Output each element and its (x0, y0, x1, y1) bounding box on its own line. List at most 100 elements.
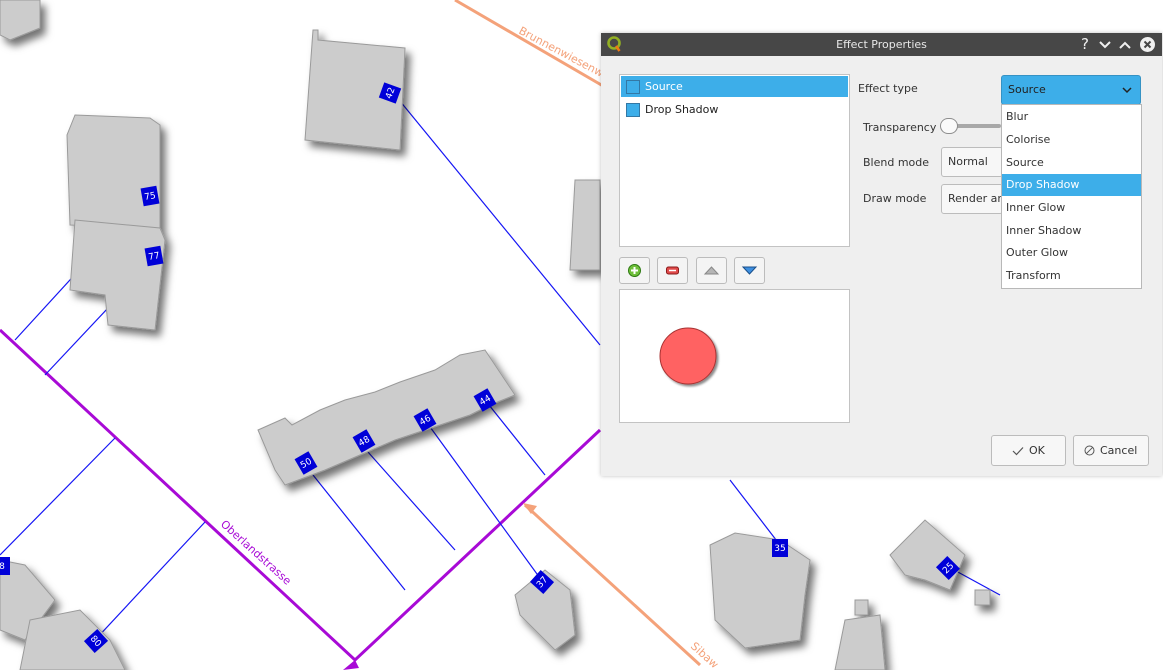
house-number-label: 46 (413, 408, 437, 432)
parcel-line (424, 419, 546, 586)
house-number-label: 77 (144, 245, 164, 267)
parcel-line (0, 437, 116, 556)
maximize-button[interactable] (1116, 33, 1134, 56)
effect-type-select[interactable]: Source (1001, 75, 1141, 105)
effects-list-item-drop-shadow[interactable]: Drop Shadow (621, 99, 848, 120)
dropdown-option[interactable]: Blur (1006, 110, 1029, 123)
house-number-box (294, 451, 318, 475)
parcel-line (359, 442, 456, 551)
building (19, 609, 126, 670)
chevron-down-icon (1099, 40, 1111, 48)
street-arrow (343, 660, 359, 670)
dropdown-option[interactable]: Inner Shadow (1006, 224, 1082, 237)
dialog-titlebar[interactable]: Effect Properties ? (601, 33, 1162, 56)
house-number-box (935, 555, 961, 581)
dropdown-option[interactable]: Inner Glow (1006, 201, 1066, 214)
building (0, 0, 41, 41)
effect-properties-dialog: Effect Properties ? Source Drop Shadow (601, 33, 1162, 476)
move-up-button[interactable] (696, 257, 727, 284)
house-number-box (144, 245, 164, 267)
help-button[interactable]: ? (1081, 35, 1089, 53)
building (834, 614, 886, 670)
transparency-label: Transparency (863, 121, 937, 134)
effect-preview (619, 289, 850, 423)
parcel-line (94, 521, 206, 641)
house-number-label: 44 (473, 388, 497, 412)
draw-mode-label: Draw mode (863, 192, 927, 205)
blend-mode-label: Blend mode (863, 156, 930, 169)
add-effect-button[interactable] (619, 257, 650, 284)
dropdown-option[interactable]: Source (1006, 156, 1044, 169)
dropdown-option-highlighted[interactable]: Drop Shadow (1002, 174, 1141, 196)
parcel-line (304, 464, 406, 591)
transparency-slider-handle[interactable] (940, 118, 958, 134)
parcel-line (394, 94, 601, 346)
house-number-label: 50 (294, 451, 318, 475)
building (257, 349, 516, 486)
house-number-box (352, 429, 376, 453)
effects-list: Source Drop Shadow (619, 74, 850, 247)
cancel-button[interactable]: Cancel (1073, 435, 1149, 466)
add-effect-icon (628, 264, 641, 277)
house-number-label: 48 (352, 429, 376, 453)
building (569, 179, 601, 271)
check-icon (1012, 447, 1024, 456)
minimize-button[interactable] (1096, 33, 1114, 56)
street-line-brunnenwiesenweg (454, 0, 611, 92)
street-label-oberlandstrasse: Oberlandstrasse (218, 518, 294, 588)
parcel-line (484, 399, 546, 476)
street-label-sibaw: Sibaw (688, 640, 721, 670)
move-up-icon (703, 266, 720, 275)
street-line-oberlandstrasse (0, 328, 602, 663)
house-number-box (378, 82, 402, 104)
house-number-box (83, 629, 109, 653)
dropdown-option[interactable]: Outer Glow (1006, 246, 1069, 259)
remove-effect-button[interactable] (657, 257, 688, 284)
house-number-label: 37 (529, 570, 555, 594)
close-icon (1143, 40, 1152, 49)
building (66, 114, 161, 231)
dropdown-option[interactable]: Transform (1006, 269, 1061, 282)
building (709, 532, 811, 649)
house-number-label: 42 (378, 82, 402, 104)
house-number-label: 75 (140, 185, 160, 207)
house-number-box (772, 539, 788, 557)
cancel-icon (1084, 445, 1095, 456)
house-number-text: 35 (774, 544, 785, 554)
blend-mode-select[interactable]: Normal (941, 147, 1003, 177)
remove-effect-icon (666, 266, 679, 275)
draw-mode-select[interactable]: Render an (941, 184, 1003, 214)
effects-list-item-source[interactable]: Source (621, 76, 848, 97)
house-number-label: 35 (772, 539, 788, 557)
house-number-box (140, 185, 160, 207)
effect-label: Source (645, 80, 683, 93)
house-number-text: 8 (0, 562, 5, 572)
effect-type-label: Effect type (858, 82, 918, 95)
effect-label: Drop Shadow (645, 103, 719, 116)
street-label-brunnenwiesenweg: Brunnenwiesenw (517, 24, 606, 80)
building (514, 569, 576, 651)
ok-button[interactable]: OK (991, 435, 1066, 466)
house-number-label: 80 (83, 629, 109, 653)
transparency-slider-track[interactable] (941, 124, 1001, 128)
parcel-line (729, 479, 781, 546)
house-number-text: 77 (148, 251, 161, 263)
house-number-label: 8 (0, 557, 10, 575)
house-number-box (529, 570, 555, 594)
ok-label: OK (1029, 444, 1045, 457)
house-number-text: 42 (384, 86, 397, 100)
effect-swatch[interactable] (626, 80, 640, 94)
street-line-sibaw (523, 503, 702, 667)
dropdown-option[interactable]: Colorise (1006, 133, 1051, 146)
effect-type-value: Source (1008, 83, 1046, 96)
effect-type-dropdown: Blur Colorise Source Drop Shadow Inner G… (1001, 104, 1142, 289)
effect-checkbox[interactable] (626, 103, 640, 117)
dialog-title: Effect Properties (836, 38, 927, 51)
close-button[interactable] (1140, 37, 1155, 52)
house-number-box (413, 408, 437, 432)
move-down-button[interactable] (734, 257, 765, 284)
chevron-down-icon (1122, 87, 1132, 94)
building (889, 519, 966, 591)
house-number-text: 75 (144, 191, 157, 203)
